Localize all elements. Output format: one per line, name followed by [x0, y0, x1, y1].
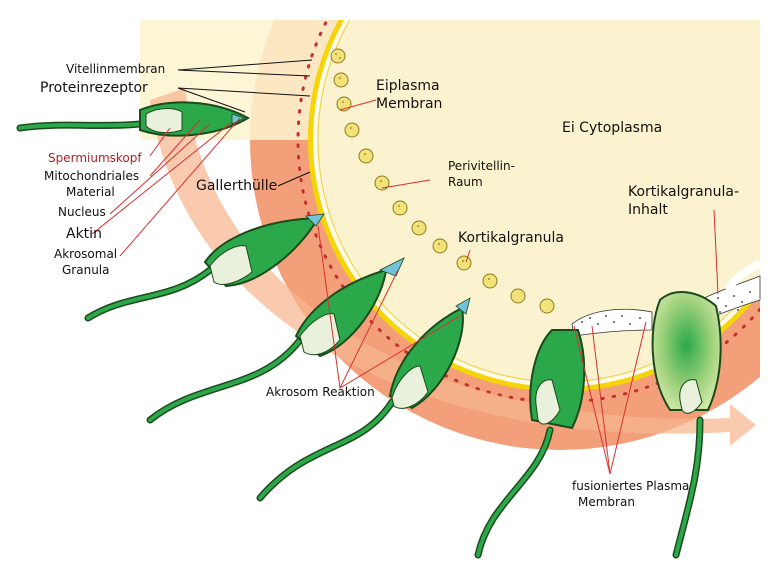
cortical-granule-icon [374, 175, 390, 191]
label-eiplasma-2: Membran [376, 96, 442, 112]
cortical-granule-icon [482, 273, 498, 289]
label-aktin: Aktin [66, 226, 102, 242]
label-perivitellin-1: Perivitellin- [448, 159, 515, 173]
label-kortikalgranula-inhalt-1: Kortikalgranula- [628, 184, 739, 200]
label-kortikalgranula: Kortikalgranula [458, 230, 564, 246]
cortical-granules [330, 48, 555, 314]
label-spermiumskopf: Spermiumskopf [48, 151, 142, 165]
cortical-granule-icon [539, 298, 555, 314]
cortical-granule-icon [392, 200, 408, 216]
label-akrosomal-1: Akrosomal [54, 247, 117, 261]
cortical-granule-icon [333, 72, 349, 88]
label-fusioniertes-1: fusioniertes Plasma [572, 479, 689, 493]
label-akrosom-reaktion: Akrosom Reaktion [266, 385, 375, 399]
label-kortikalgranula-inhalt-2: Inhalt [628, 202, 668, 218]
cortical-granule-icon [330, 48, 346, 64]
label-proteinrezeptor: Proteinrezeptor [40, 80, 148, 96]
egg-cytoplasm [319, 20, 760, 381]
sperm-cell-icon [16, 101, 251, 137]
sperm-cell-icon [146, 257, 405, 424]
label-ei-cytoplasma: Ei Cytoplasma [562, 120, 662, 136]
label-perivitellin-2: Raum [448, 175, 483, 189]
label-fusioniertes-2: Membran [578, 495, 635, 509]
label-nucleus: Nucleus [58, 205, 106, 219]
label-eiplasma-1: Eiplasma [376, 78, 440, 94]
label-vitellinmembran: Vitellinmembran [66, 62, 165, 76]
cortical-granule-icon [411, 220, 427, 236]
leader-lines [91, 59, 719, 475]
egg-structure [140, 20, 760, 450]
sperm-cell-icon [84, 213, 325, 322]
label-akrosomal-2: Granula [62, 263, 109, 277]
sperm-cell-icon [651, 291, 722, 559]
cortical-granule-icon [432, 238, 448, 254]
sperm-cell-icon [474, 329, 586, 559]
cortical-granule-icon [456, 255, 472, 271]
cortical-granule-icon [358, 148, 374, 164]
label-mitochondriales-1: Mitochondriales [44, 169, 139, 183]
cortical-granule-icon [344, 122, 360, 138]
label-gallerthuelle: Gallerthülle [196, 178, 277, 194]
label-mitochondriales-2: Material [66, 185, 115, 199]
cortical-granule-icon [510, 288, 526, 304]
sperm-cell-icon [256, 297, 471, 502]
